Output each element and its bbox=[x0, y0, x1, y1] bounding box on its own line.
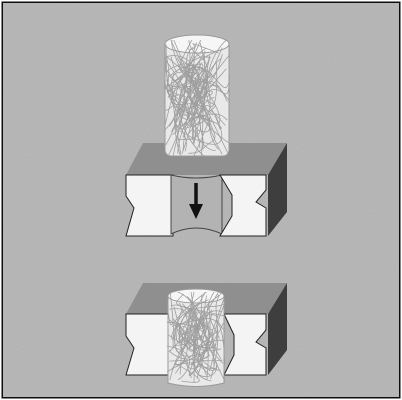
bottom-left-bracket bbox=[126, 314, 170, 375]
uncompressed-scaffold-cylinder bbox=[160, 35, 233, 160]
top-left-bracket bbox=[126, 175, 173, 236]
compressed-scaffold-cylinder bbox=[163, 288, 228, 386]
